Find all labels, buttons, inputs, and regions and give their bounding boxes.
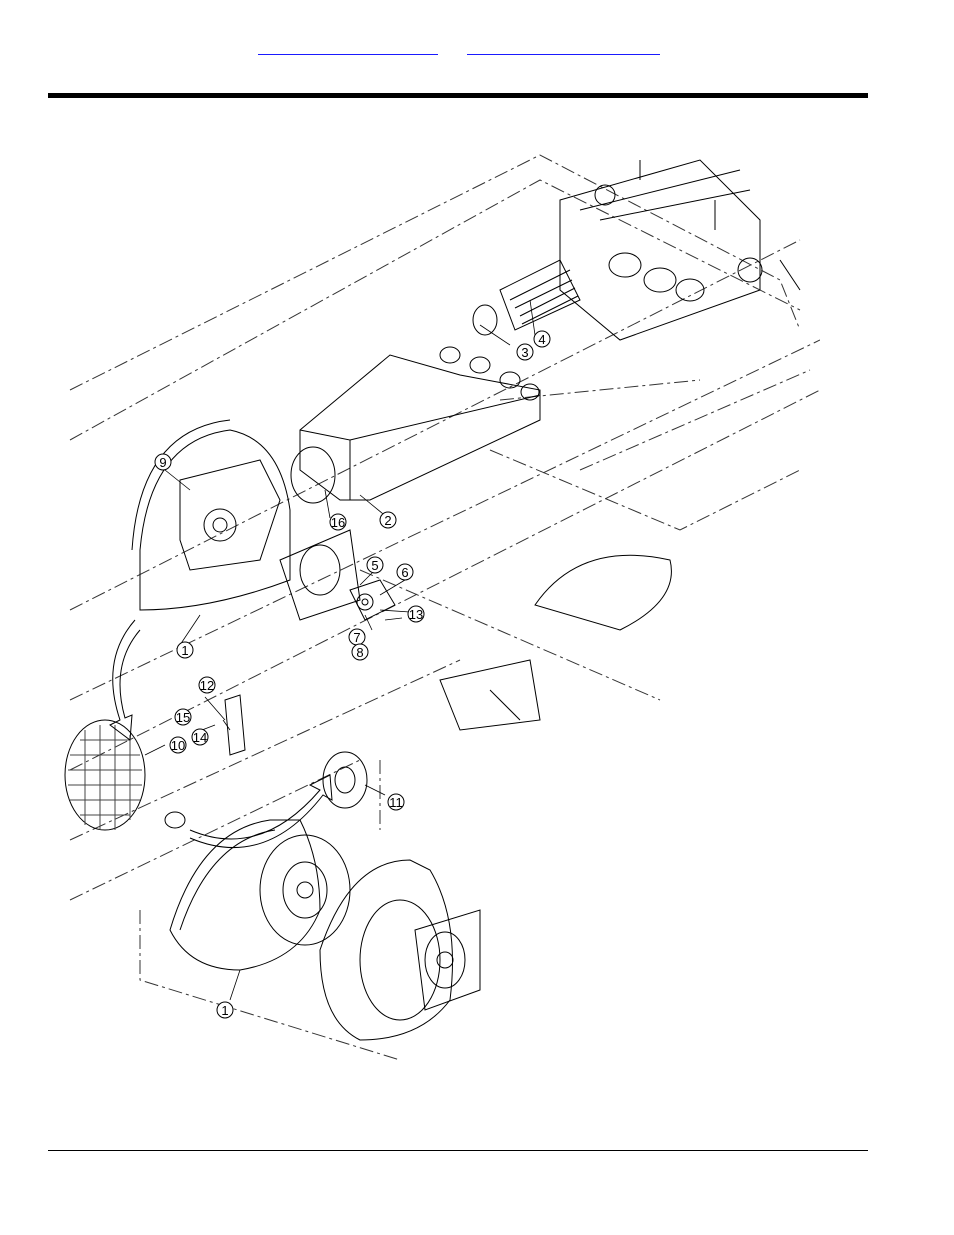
svg-text:12: 12 [200, 678, 214, 693]
callout-8: 8 [352, 644, 368, 660]
callout-10: 10 [170, 737, 186, 753]
callout-14: 14 [192, 729, 208, 745]
svg-text:11: 11 [389, 795, 403, 810]
callout-5: 5 [367, 557, 383, 573]
svg-text:7: 7 [353, 630, 360, 645]
bearing [165, 812, 185, 828]
callout-4: 4 [534, 331, 550, 347]
svg-text:8: 8 [356, 645, 363, 660]
svg-text:15: 15 [176, 710, 190, 725]
mount-bracket [225, 695, 245, 755]
callout-1-lower: 1 [217, 1002, 233, 1018]
nav-link-next[interactable] [467, 40, 660, 55]
footer-rule [48, 1150, 868, 1151]
svg-text:13: 13 [409, 607, 423, 622]
svg-text:6: 6 [401, 565, 408, 580]
air-manifold [291, 347, 540, 503]
svg-text:10: 10 [171, 738, 185, 753]
svg-text:1: 1 [181, 643, 188, 658]
svg-text:2: 2 [384, 513, 391, 528]
callout-1-upper: 1 [177, 642, 193, 658]
frame-shroud [440, 555, 671, 730]
callout-16: 16 [330, 514, 346, 530]
header-links [0, 40, 954, 56]
callout-9: 9 [155, 454, 171, 470]
nav-link-previous[interactable] [258, 40, 438, 55]
callout-3: 3 [517, 344, 533, 360]
parts-diagram: 1 1 2 3 4 5 6 7 8 9 10 11 12 13 14 15 16 [60, 140, 820, 1080]
svg-text:14: 14 [193, 730, 207, 745]
header-rule [48, 93, 868, 98]
hydraulic-motor [350, 580, 395, 620]
svg-text:9: 9 [159, 455, 166, 470]
callout-11: 11 [388, 794, 404, 810]
svg-text:3: 3 [521, 345, 528, 360]
callout-6: 6 [397, 564, 413, 580]
callout-2: 2 [380, 512, 396, 528]
svg-text:1: 1 [221, 1003, 228, 1018]
drive-hub [323, 752, 367, 808]
callout-7: 7 [349, 629, 365, 645]
callout-12: 12 [199, 677, 215, 693]
callouts: 1 1 2 3 4 5 6 7 8 9 10 11 12 13 14 15 16 [155, 331, 550, 1018]
leader-lines [145, 300, 535, 1000]
svg-text:4: 4 [538, 332, 545, 347]
blower-housing-assembled [132, 420, 360, 620]
blower-housing-exploded [170, 820, 480, 1040]
svg-text:16: 16 [331, 515, 345, 530]
svg-text:5: 5 [371, 558, 378, 573]
flex-hose [473, 260, 580, 335]
inlet-screen [65, 720, 145, 830]
callout-15: 15 [175, 709, 191, 725]
callout-13: 13 [408, 606, 424, 622]
